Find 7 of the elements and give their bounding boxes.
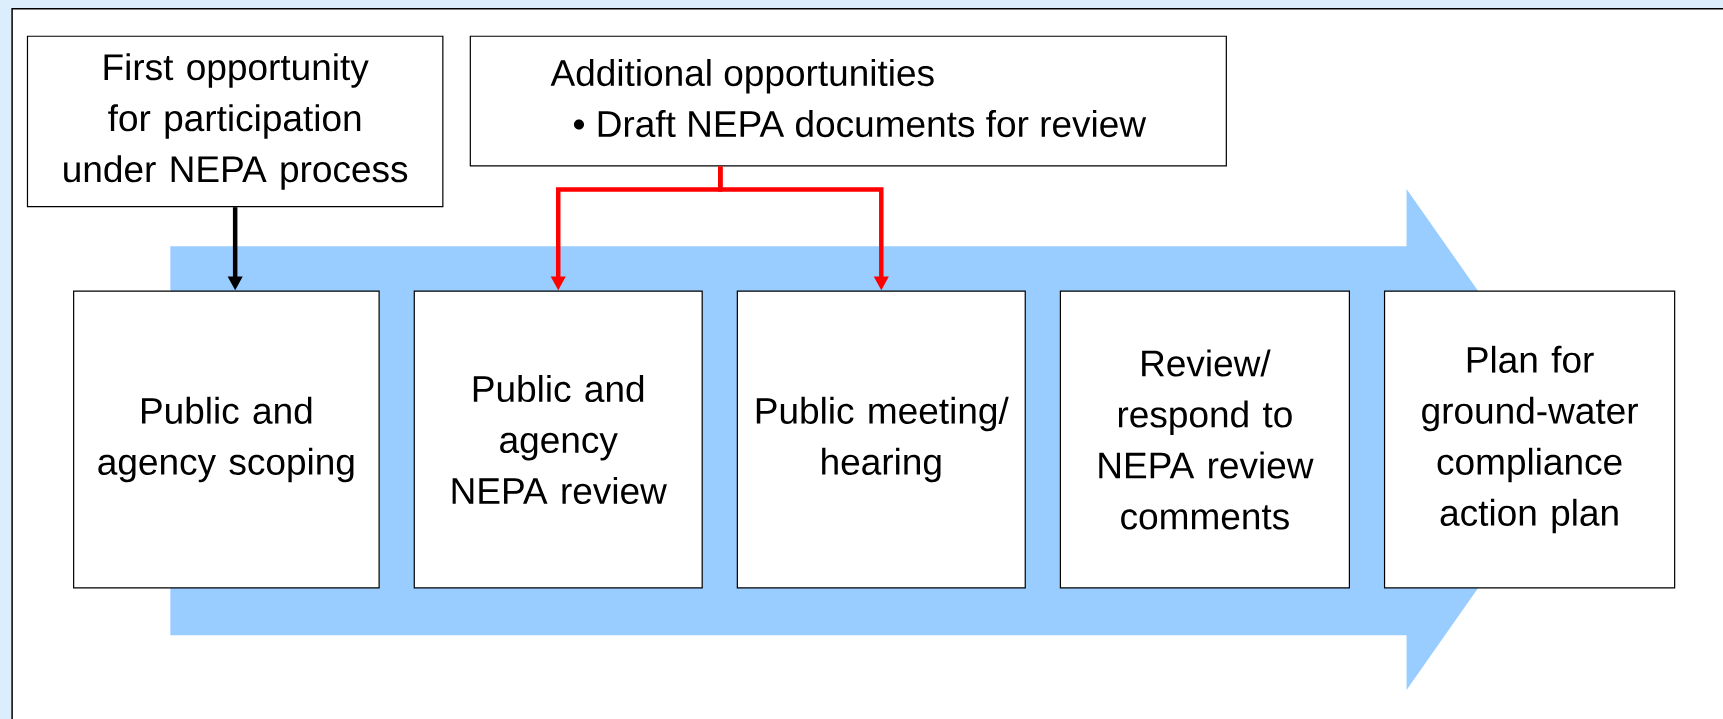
note-box: Additional opportunities • Draft NEPA documents for review <box>469 35 1227 167</box>
process-box: Review/ respond to NEPA review comments <box>1059 290 1350 589</box>
process-box: Public meeting/ hearing <box>736 290 1026 589</box>
process-box: Plan for ground-water compliance action plan <box>1383 290 1676 589</box>
process-box: Public and agency NEPA review <box>413 290 703 589</box>
process-box: Public and agency scoping <box>73 290 380 589</box>
note-box: First opportunity for participation under NEPA process <box>26 35 444 208</box>
